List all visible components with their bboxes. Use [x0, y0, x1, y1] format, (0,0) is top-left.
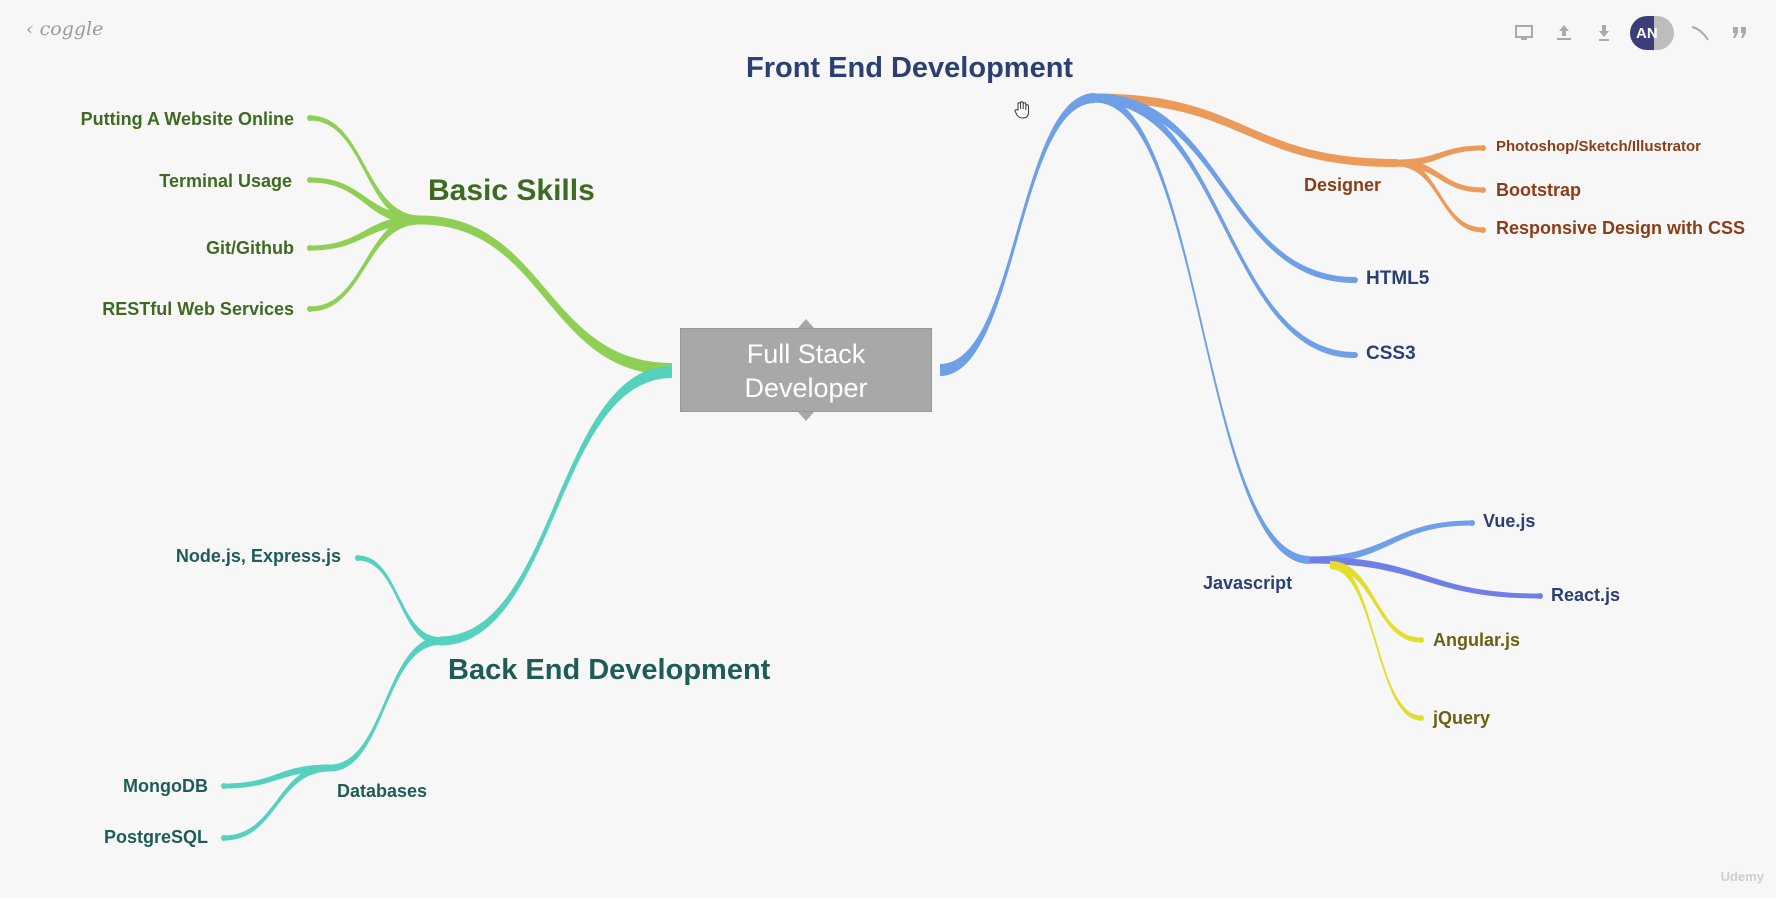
edge-end-dot	[1480, 227, 1486, 233]
basic-skill-item[interactable]: Terminal Usage	[159, 171, 292, 191]
edge-front-end-item	[1095, 93, 1355, 358]
edge-end-dot	[1480, 187, 1486, 193]
front-end-title[interactable]: Front End Development	[746, 52, 1074, 84]
edge-javascript-item	[1310, 520, 1472, 564]
edge-end-dot	[1469, 520, 1475, 526]
edge-basic-skill-item	[310, 115, 420, 225]
edge-basic-skill-item	[310, 215, 420, 251]
edge-basic-skills	[420, 215, 672, 375]
front-end-item[interactable]: CSS3	[1366, 343, 1416, 364]
edge-end-dot	[1418, 637, 1424, 643]
basic-skill-item[interactable]: Git/Github	[206, 238, 294, 258]
javascript-item[interactable]: jQuery	[1433, 708, 1491, 728]
edge-end-dot	[1537, 593, 1543, 599]
designer-item[interactable]: Bootstrap	[1496, 180, 1581, 200]
back-end-item[interactable]: Node.js, Express.js	[175, 546, 341, 566]
edge-back-end-item	[358, 555, 440, 645]
edge-javascript-item	[1330, 561, 1421, 721]
edge-front-end-item	[1095, 93, 1355, 283]
basic-skills-title[interactable]: Basic Skills	[428, 174, 595, 207]
edge-designer	[1095, 93, 1397, 167]
edge-end-dot	[1418, 715, 1424, 721]
center-node-line1: Full Stack	[746, 339, 866, 369]
edge-designer-item	[1397, 145, 1483, 167]
edge-end-dot	[1352, 352, 1358, 358]
edge-end-dot	[307, 115, 313, 121]
basic-skill-item[interactable]: RESTful Web Services	[102, 299, 294, 319]
center-node[interactable]: Full Stack Developer	[680, 328, 932, 412]
basic-skill-item[interactable]: Putting A Website Online	[80, 109, 294, 129]
designer-title[interactable]: Designer	[1304, 175, 1382, 195]
database-item[interactable]: MongoDB	[123, 776, 208, 796]
center-node-top-handle[interactable]	[798, 319, 814, 328]
edge-designer-item	[1397, 159, 1483, 233]
back-link[interactable]: ‹ coggle	[26, 18, 103, 40]
back-end-title[interactable]: Back End Development	[448, 654, 771, 686]
edge-end-dot	[1480, 145, 1486, 151]
hand-cursor-icon	[1014, 101, 1029, 119]
designer-item[interactable]: Photoshop/Sketch/Illustrator	[1496, 138, 1702, 155]
edge-end-dot	[1352, 277, 1358, 283]
edge-back-end	[440, 366, 672, 646]
quote-icon[interactable]	[1726, 19, 1754, 47]
edge-database-item	[224, 764, 330, 841]
javascript-title[interactable]: Javascript	[1203, 573, 1293, 593]
curve-icon[interactable]	[1686, 19, 1714, 47]
edge-end-dot	[355, 555, 361, 561]
center-node-bottom-handle[interactable]	[798, 412, 814, 421]
monitor-icon[interactable]	[1510, 19, 1538, 47]
center-node-line2: Developer	[744, 373, 868, 403]
edge-basic-skill-item	[310, 215, 420, 312]
edge-javascript-item	[1330, 561, 1421, 643]
edge-end-dot	[221, 835, 227, 841]
edge-databases	[330, 637, 440, 772]
javascript-item[interactable]: Vue.js	[1483, 511, 1536, 531]
databases-title[interactable]: Databases	[337, 781, 428, 801]
edge-database-item	[224, 764, 330, 789]
udemy-watermark: Udemy	[1720, 869, 1764, 884]
edge-end-dot	[307, 306, 313, 312]
edge-end-dot	[221, 783, 227, 789]
chevron-left-icon: ‹	[26, 18, 34, 40]
download-icon[interactable]	[1590, 19, 1618, 47]
toolbar: AN	[1510, 16, 1754, 50]
front-end-item[interactable]: HTML5	[1366, 268, 1430, 289]
avatar-initials: AN	[1636, 24, 1658, 42]
edge-end-dot	[307, 177, 313, 183]
edge-javascript-item	[1310, 556, 1540, 599]
javascript-item[interactable]: React.js	[1551, 585, 1621, 605]
user-avatar[interactable]: AN	[1630, 16, 1674, 50]
edge-front-end	[940, 93, 1095, 376]
upload-icon[interactable]	[1550, 19, 1578, 47]
edge-basic-skill-item	[310, 177, 420, 225]
database-item[interactable]: PostgreSQL	[103, 827, 208, 847]
designer-item[interactable]: Responsive Design with CSS	[1496, 218, 1746, 238]
edge-end-dot	[307, 245, 313, 251]
javascript-item[interactable]: Angular.js	[1433, 630, 1521, 650]
app-logo-text: coggle	[39, 18, 104, 40]
edge-javascript	[1095, 93, 1310, 564]
